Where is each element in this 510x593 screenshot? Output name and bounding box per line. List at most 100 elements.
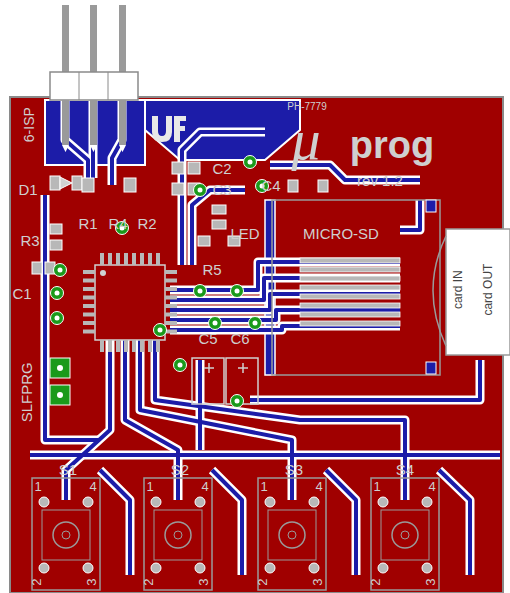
sd-slot-part-part: [300, 285, 400, 290]
pin-number: 3: [312, 578, 326, 585]
connector-label: MICRO-SD: [303, 226, 379, 243]
push-switches-part-part: [401, 531, 409, 539]
smd-parts-part: [50, 240, 62, 250]
push-switches-part-part: [309, 563, 319, 573]
vias-part: [51, 287, 64, 300]
push-switches-part-part: [144, 478, 212, 590]
smd-parts-part: [318, 180, 328, 192]
part-ref: C1: [12, 286, 31, 303]
microcontroller-part: [83, 296, 95, 300]
pin-number: 3: [198, 578, 212, 585]
part-ref: C4: [261, 178, 280, 195]
vias-part: [194, 285, 207, 298]
microcontroller-part: [83, 330, 95, 334]
microcontroller-part: [165, 279, 177, 283]
vias-part-part: [54, 264, 67, 277]
selfprog-jumper-part: [57, 365, 63, 371]
smd-parts-part: [32, 262, 42, 274]
push-switches-part-part: [42, 510, 90, 560]
microcontroller-part: [83, 270, 95, 274]
part-ref: R5: [202, 262, 221, 279]
push-switches-part: [144, 478, 212, 590]
switch-ref: S1: [59, 462, 77, 479]
sd-slot-part-part: [300, 312, 400, 317]
push-switches-part-part: [309, 497, 319, 507]
smd-parts-part: [172, 183, 184, 195]
vias-part: [54, 264, 67, 277]
push-switches-part-part: [151, 563, 161, 573]
selfprog-jumper: [50, 358, 70, 405]
smd-parts-part: [72, 176, 82, 190]
microcontroller-part: [165, 304, 177, 308]
vias-part-part: [51, 287, 64, 300]
microcontroller-part: [116, 340, 120, 352]
microcontroller-part: [165, 321, 177, 325]
push-switches-part-part: [154, 510, 202, 560]
vias-part-part: [231, 395, 244, 408]
vias-part-part: [174, 359, 187, 372]
vias-part-part: [154, 324, 167, 337]
push-switches-part-part: [39, 497, 49, 507]
push-switches-part-part: [195, 497, 205, 507]
vias-part-part: [249, 317, 262, 330]
push-switches-part-part: [422, 563, 432, 573]
microcontroller-part: [140, 340, 144, 352]
logo-letter: μ: [291, 108, 320, 172]
part-ref: C2: [212, 161, 231, 178]
sd-slot-part-part: [300, 294, 400, 299]
part-ref: LED: [230, 226, 259, 243]
push-switches-part-part: [32, 478, 100, 590]
microcontroller-part: [148, 253, 152, 265]
smd-parts-part: [82, 178, 94, 192]
pin-number: 2: [257, 578, 271, 585]
card-label: card OUT: [482, 264, 495, 316]
microcontroller-part: [83, 279, 95, 283]
switch-ref: S2: [171, 462, 189, 479]
microcontroller-part: [165, 296, 177, 300]
vias-part: [249, 317, 262, 330]
vias-part: [209, 317, 222, 330]
sd-slot-part-part: [300, 276, 400, 281]
microcontroller-part: [83, 287, 95, 291]
smd-parts-part: [50, 224, 62, 234]
sd-slot-part: [426, 200, 436, 212]
smd-parts-part: [212, 205, 226, 214]
push-switches-part-part: [288, 531, 296, 539]
vias-part: [231, 285, 244, 298]
sd-slot: [272, 200, 510, 375]
push-switches-part-part: [279, 522, 305, 548]
sd-slot-part-part: [300, 303, 400, 308]
pin-header-part: [119, 100, 126, 145]
microcontroller-part: [100, 253, 104, 265]
pin-number: 4: [201, 480, 208, 494]
push-switches-part: [32, 478, 100, 590]
selfprog-jumper-part: [50, 385, 70, 405]
push-switches-part-part: [392, 522, 418, 548]
vias-part-part: [55, 291, 60, 296]
smd-parts-part: [288, 180, 298, 192]
part-ref: D1: [18, 182, 37, 199]
pin-number: 3: [425, 578, 439, 585]
jumper-label: SLFPRG: [19, 362, 36, 422]
push-switches-part-part: [381, 510, 429, 560]
vias-part-part: [55, 316, 60, 321]
microcontroller-part: [83, 304, 95, 308]
vias-part-part: [198, 289, 203, 294]
push-switches-part-part: [378, 563, 388, 573]
vias-part-part: [244, 156, 257, 169]
microcontroller-part: [132, 340, 136, 352]
logo: [152, 116, 186, 142]
push-switches-part-part: [83, 497, 93, 507]
part-ref: R2: [137, 216, 156, 233]
smd-parts-part: [60, 177, 72, 189]
microcontroller-part: [140, 253, 144, 265]
part-ref: C5: [198, 331, 217, 348]
smd-parts-part: [124, 178, 136, 192]
smd-parts-part: [188, 162, 200, 174]
pin-number: 4: [315, 480, 322, 494]
pin-header-part: [108, 72, 109, 100]
vias-part-part: [194, 184, 207, 197]
vias-part-part: [235, 289, 240, 294]
